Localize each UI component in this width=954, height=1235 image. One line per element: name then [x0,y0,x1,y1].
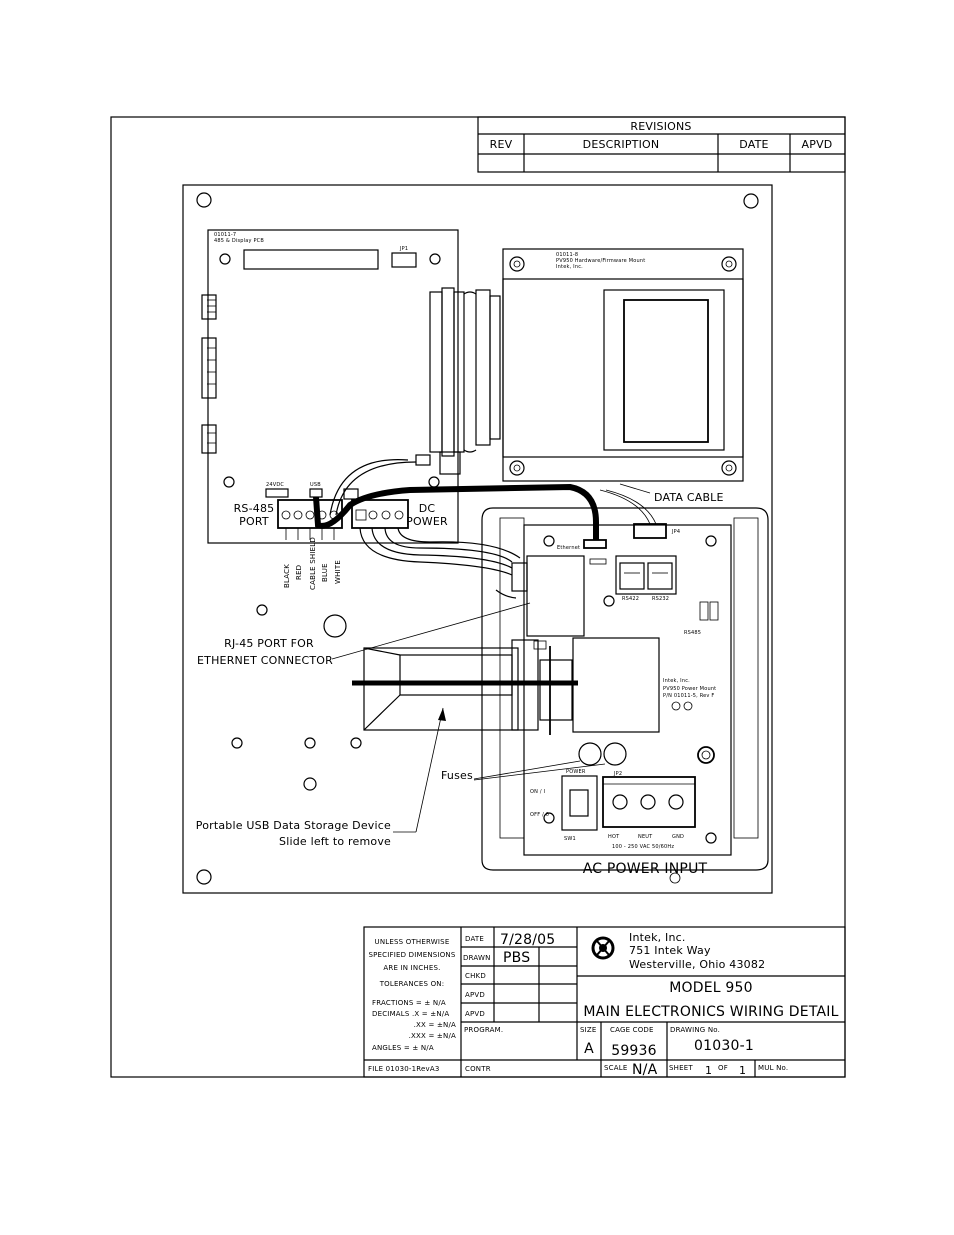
apvd-label: APVD [465,991,485,999]
note-line: FRACTIONS = ± N/A [372,999,446,1007]
callouts: DATA CABLE RJ-45 PORT FOR ETHERNET CONNE… [196,483,724,877]
usb-device [352,639,578,735]
rs485-port-label: PORT [239,515,269,528]
hardware-mount-board: 01011-8 PV950 Hardware/Firmware Mount In… [415,248,744,482]
size-value: A [584,1041,594,1057]
wire-shield-label: CABLE SHIELD [309,537,317,590]
ac-power-input-label: AC POWER INPUT [583,861,708,877]
company-name: Intek, Inc. [629,931,686,944]
drawing-no-value: 01030-1 [694,1038,754,1054]
pcb-name: 485 & Display PCB [214,238,264,244]
jp4-label: JP4 [671,529,680,535]
apvd-header: APVD [802,138,833,151]
note-line: DECIMALS .X = ±N/A [372,1010,449,1018]
mounting-plate [182,184,773,894]
ethernet-label: Ethernet [557,545,580,551]
company-logo [591,936,615,960]
drawing-title: MAIN ELECTRONICS WIRING DETAIL [583,1004,838,1020]
rs232-label: RS232 [652,596,669,602]
rs485-small-label: RS485 [684,630,701,636]
rs485-label: RS-485 [234,502,275,515]
date-value: 7/28/05 [500,932,555,948]
usb-device-label: Portable USB Data Storage Device [196,819,391,832]
note-line: ARE IN INCHES. [383,964,440,972]
apvd-label: APVD [465,1010,485,1018]
jp1-label: JP1 [399,246,408,252]
display-pcb: 01011-7 485 & Display PCB JP1 24VDC USB [201,229,501,590]
hw-board-part-no: 01011-8 [556,252,578,258]
rj45-label: RJ-45 PORT FOR [224,637,314,650]
note-line: .XX = ±N/A [414,1021,456,1029]
power-mount: JP4 Ethernet RS422 RS232 RS485 Intek, In… [481,507,769,884]
cage-code-value: 59936 [611,1043,657,1059]
program-label: PROGRAM. [464,1026,503,1034]
sheet-value: 1 [705,1064,712,1077]
gnd-label: GND [672,834,684,840]
fuses-label: Fuses [441,769,473,782]
rs422-label: RS422 [622,596,639,602]
drawn-label: DRAWN [463,954,491,962]
revisions-title: REVISIONS [630,120,691,133]
description-header: DESCRIPTION [583,138,660,151]
title-block: UNLESS OTHERWISE SPECIFIED DIMENSIONS AR… [363,926,846,1078]
revisions-table: REVISIONS REV DESCRIPTION DATE APVD [477,116,846,173]
vac-label: 100 - 250 VAC 50/60Hz [612,844,674,850]
chkd-label: CHKD [465,972,486,980]
drawing-no-label: DRAWING No. [670,1026,720,1034]
note-line: TOLERANCES ON: [379,980,445,988]
power-label: POWER [566,769,586,775]
note-line: UNLESS OTHERWISE [375,938,450,946]
neut-label: NEUT [638,834,653,840]
jp2-label: JP2 [613,771,622,777]
of-label: OF [718,1064,728,1072]
switch-off-label: OFF / 0 [530,812,549,818]
company-address: 751 Intek Way [629,944,711,957]
hot-label: HOT [608,834,620,840]
note-line: SPECIFIED DIMENSIONS [368,951,455,959]
of-value: 1 [739,1064,746,1077]
hw-board-name: PV950 Hardware/Firmware Mount [556,258,645,264]
file-name: FILE 01030-1RevA3 [368,1065,440,1073]
wire-black-label: BLACK [283,564,291,588]
company-city: Westerville, Ohio 43082 [629,958,765,971]
dc-power-terminal [351,499,409,529]
note-line: .XXX = ±N/A [409,1032,456,1040]
24vdc-label: 24VDC [266,482,284,488]
wire-red-label: RED [295,565,303,580]
switch-on-label: ON / I [530,789,545,795]
dc-power-label: POWER [406,515,448,528]
scale-label: SCALE [604,1064,627,1072]
power-board-name: PV950 Power Mount [663,686,716,692]
pcb-part-no: 01011-7 [214,232,236,238]
note-line: ANGLES = ± N/A [372,1044,434,1052]
cage-code-label: CAGE CODE [610,1026,654,1034]
ac-terminal [602,776,696,828]
power-board-part-no: P/N 01011-5, Rev F [663,693,714,699]
usb-remove-label: Slide left to remove [279,835,391,848]
hw-board-company: Intek, Inc. [556,264,583,270]
model-title: MODEL 950 [669,980,753,996]
size-label: SIZE [580,1026,597,1034]
wire-white-label: WHITE [334,560,342,584]
cables [313,459,657,599]
date-label: DATE [465,935,484,943]
drawn-value: PBS [503,950,530,966]
mul-no-label: MUL No. [758,1064,788,1072]
dc-label: DC [419,502,436,515]
sheet-label: SHEET [669,1064,693,1072]
data-cable-label: DATA CABLE [654,491,724,504]
usb-label: USB [310,482,321,488]
rev-header: REV [490,138,513,151]
date-header: DATE [739,138,768,151]
scale-value: N/A [632,1062,658,1078]
contr-label: CONTR [465,1065,491,1073]
wire-blue-label: BLUE [321,563,329,582]
ethernet-connector-label: ETHERNET CONNECTOR [197,654,333,667]
sw1-label: SW1 [564,836,576,842]
power-board-company: Intek, Inc. [663,678,690,684]
